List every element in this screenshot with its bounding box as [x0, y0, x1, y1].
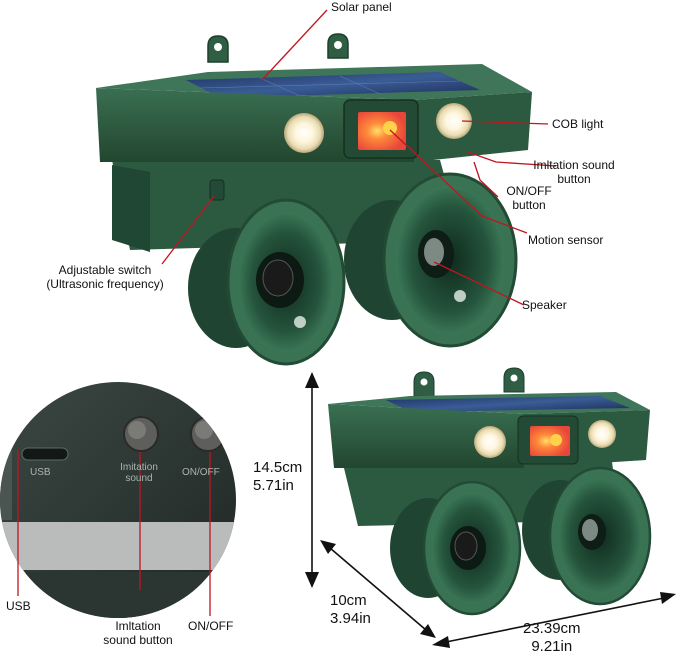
label-onoff-button: ON/OFF button — [506, 184, 552, 212]
label-motion-sensor: Motion sensor — [528, 233, 604, 247]
dim-width: 23.39cm 9.21in — [523, 620, 581, 655]
closeup-imitation-text: Imitation sound — [120, 462, 158, 484]
size-device — [328, 367, 652, 616]
label-cob-light: COB light — [552, 117, 604, 131]
closeup-circle — [0, 382, 236, 618]
dimension-arrows — [305, 372, 676, 648]
closeup-onoff-text: ON/OFF — [182, 467, 220, 478]
closeup-usb-text: USB — [30, 467, 51, 478]
label-onoff-closeup: ON/OFF — [188, 619, 234, 633]
callout-lines — [161, 9, 557, 306]
cob-light-right — [436, 103, 472, 139]
label-usb: USB — [6, 599, 31, 613]
motion-sensor-window — [358, 112, 406, 150]
cob-light-left — [284, 113, 324, 153]
label-imitation-sound-button: Imltation sound button — [533, 158, 615, 186]
dim-height: 14.5cm 5.71in — [253, 459, 303, 494]
main-device — [96, 33, 532, 366]
solar-panel-surface — [186, 72, 480, 98]
label-imitation-closeup: Imltation sound button — [103, 619, 173, 647]
label-solar-panel: Solar panel — [331, 0, 392, 14]
label-speaker: Speaker — [522, 298, 567, 312]
label-adjustable-switch: Adjustable switch (Ultrasonic frequency) — [46, 263, 164, 291]
dim-depth: 10cm 3.94in — [330, 592, 371, 627]
